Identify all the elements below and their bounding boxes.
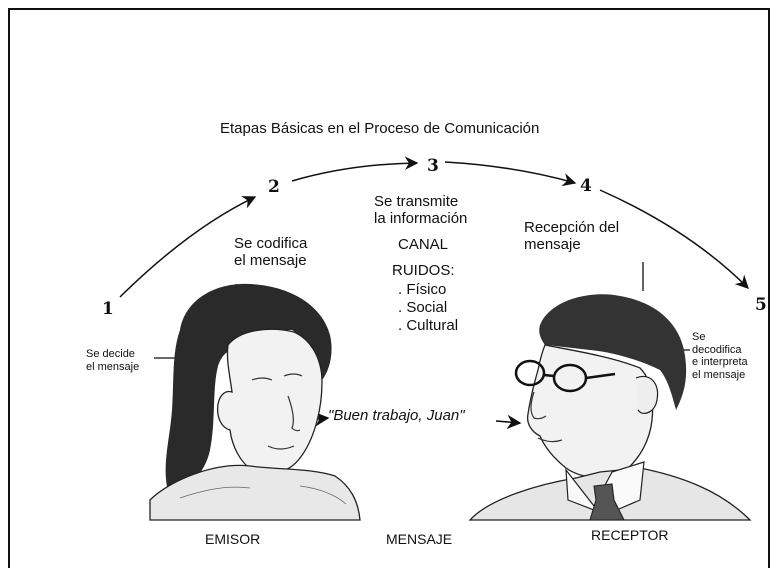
step-number-1: 1 [102,299,114,319]
stage5-line: decodifica [692,343,742,356]
man-glasses [514,359,616,393]
stage2-line: el mensaje [234,252,307,270]
man-features [530,391,563,443]
man-ear [635,375,659,414]
arrow-3-to-4 [444,161,577,187]
receptor-illustration [468,294,752,521]
noise-item: . Cultural [398,317,459,334]
message-arrow-right [495,414,522,430]
step-number-4: 4 [580,176,592,196]
noise-item: . Social [398,299,448,316]
stage1-label: Se decide el mensaje [86,348,139,373]
stage5-label: Se decodifica e interpreta el mensaje [692,331,748,382]
step-number-2: 2 [268,177,280,197]
arrow-1-to-2 [119,196,257,298]
emisor-illustration [149,283,361,521]
stage3-label: Se transmite la información [374,193,467,228]
process-arrows [119,156,749,298]
step-number-5: 5 [755,295,767,315]
man-hair [539,294,687,410]
woman-features [251,373,303,450]
stage4-label: Recepción del mensaje [524,219,619,254]
mensaje-label: MENSAJE [386,531,453,547]
stage3-line: Se transmite [374,193,459,210]
step-number-3: 3 [427,156,439,176]
woman-shoulder-shade [179,485,347,505]
stage4-line: Recepción del [524,219,620,236]
woman-face [216,328,323,475]
diagram-frame [8,8,770,568]
stage3-line: la información [374,210,468,228]
woman-shoulders [149,464,361,521]
stage5-line: e interpreta [692,356,748,369]
man-face [526,344,654,479]
stage2-label: Se codifica el mensaje [234,235,307,270]
stage5-line: Se [692,331,706,343]
diagram-title: Etapas Básicas en el Proceso de Comunica… [220,120,540,137]
woman-hair [165,283,332,498]
stage4-line: mensaje [524,236,581,254]
stage2-line: Se codifica [234,235,308,252]
message-quote: "Buen trabajo, Juan" [328,407,465,424]
stage5-line: el mensaje [692,368,746,381]
canal-label: CANAL [398,236,449,253]
ruidos-label: RUIDOS: [392,262,455,279]
receptor-label: RECEPTOR [591,527,669,543]
arrow-2-to-3 [291,156,419,182]
stage1-line: el mensaje [86,360,140,373]
arrow-4-to-5 [599,189,749,289]
emisor-label: EMISOR [205,531,261,547]
noise-item: . Físico [398,281,447,298]
stage1-line: Se decide [86,348,135,360]
man-tie [589,483,625,521]
